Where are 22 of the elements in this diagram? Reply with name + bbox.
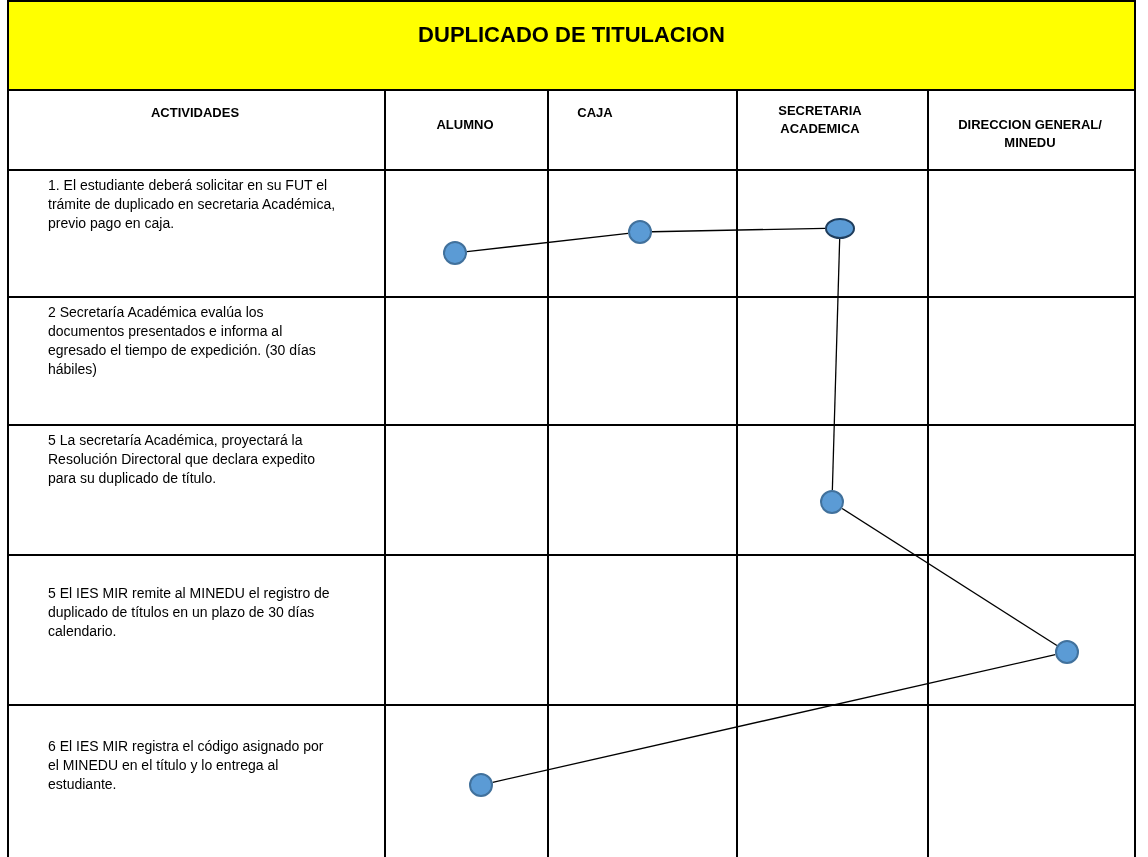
circle-marker [820, 490, 844, 514]
circle-marker [628, 220, 652, 244]
column-header: SECRETARIA ACADEMICA [777, 102, 863, 138]
column-header: DIRECCION GENERAL/ MINEDU [957, 116, 1103, 152]
connector-line [492, 654, 1056, 783]
connector-line [651, 227, 826, 233]
activity-text: 6 El IES MIR registra el código asignado por el MINEDU en el título y lo entrega al estudiante. [48, 737, 325, 794]
activity-text: 2 Secretaría Académica evalúa los documentos presentados e informa al egresado el tiempo de expedición. (30 días hábiles) [48, 303, 317, 379]
title-banner: DUPLICADO DE TITULACION [8, 0, 1135, 90]
connector-line [831, 237, 841, 491]
circle-marker [443, 241, 467, 265]
connector-line [841, 507, 1058, 647]
circle-marker [469, 773, 493, 797]
activity-text: 5 La secretaría Académica, proyectará la Resolución Directoral que declara expedito para su duplicado de título. [48, 431, 316, 488]
activity-text: 1. El estudiante deberá solicitar en su FUT el trámite de duplicado en secretaria Académica, previo pago en caja. [48, 176, 337, 233]
column-header: ALUMNO [435, 116, 495, 134]
column-header: ACTIVIDADES [149, 104, 241, 122]
circle-marker [1055, 640, 1079, 664]
connector-line [466, 232, 629, 253]
column-header: CAJA [576, 104, 614, 122]
circle-marker [825, 217, 855, 239]
activity-text: 5 El IES MIR remite al MINEDU el registro de duplicado de títulos en un plazo de 30 días calendario. [48, 584, 331, 641]
